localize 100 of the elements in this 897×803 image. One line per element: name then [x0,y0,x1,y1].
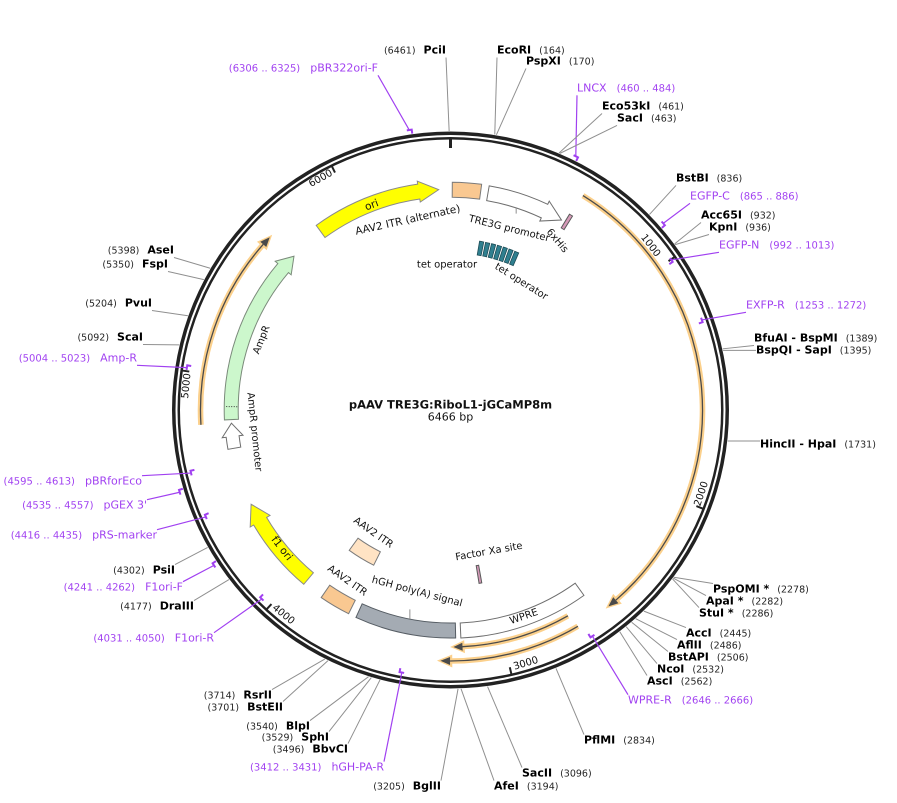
enzyme-name: AccI [686,628,712,640]
site-position: (6461) [384,46,416,58]
primer-mark [212,560,217,568]
leader-line [555,668,584,736]
leader-line [626,626,658,664]
enzyme-name: BspQI - SapI [756,344,832,358]
feature-label: Factor Xa site [454,540,524,564]
site-position: (1395) [840,346,872,358]
site-position: (3529) [262,734,294,744]
primer-position: (460 .. 484) [616,84,676,96]
feature-label: WPRE [508,607,540,627]
enzyme-name: SacII [522,768,552,780]
leader-line [559,124,618,154]
enzyme-name: PvuI [124,298,152,310]
enzyme-name: Eco53kI [602,100,650,113]
enzyme-name: FspI [142,258,168,272]
scale-number: 5000 [180,372,194,399]
leader-line [643,610,686,628]
enzyme-name: PciI [424,44,446,58]
leader-line [592,636,629,695]
primer-position: (865 .. 886) [740,192,799,204]
leader-line [674,222,702,244]
site-position: (1389) [846,334,878,346]
primer-position: (1253 .. 1272) [794,300,866,312]
primer-name: pGEX 3' [103,500,147,512]
leader-line [494,56,498,136]
plasmid-name: pAAV TRE3G:RiboL1-jGCaMP8m [348,398,552,412]
primer-name: EGFP-N [719,240,760,252]
enzyme-name: RsrII [243,690,272,702]
enzyme-name: PspXI [526,56,561,68]
site-position: (3701) [208,704,240,714]
primer-name: F1ori-R [174,632,214,646]
primer-position: (6306 .. 6325) [228,64,300,76]
site-position: (3714) [204,692,236,702]
primer-name: pBR322ori-F [310,62,378,76]
primer-name: EXFP-R [746,300,785,312]
site-position: (2532) [692,666,724,676]
enzyme-name: EcoRI [497,44,532,57]
site-position: (2506) [716,654,748,664]
leader-line [328,677,372,732]
scale-number: 2000 [692,480,712,508]
primer-mark [190,468,195,476]
enzyme-name: KpnI [709,222,738,234]
site-position: (5204) [85,300,117,310]
primer-name: hGH-PA-R [331,762,384,774]
leader-line [146,492,180,500]
site-position: (5350) [102,260,134,272]
primer-position: (4241 .. 4262) [64,582,136,594]
enzyme-name: BlpI [286,720,310,733]
leader-line [272,658,326,690]
enzyme-name: BfuAI - BspMI [754,332,838,345]
primer-position: (4595 .. 4613) [4,476,75,488]
leader-line [142,472,192,476]
leader-line [156,516,206,530]
feature-label: AmpR promoter [244,392,264,472]
primer-mark [406,128,414,134]
enzyme-name: BglII [412,780,441,794]
primer-name: pRS-marker [92,530,157,542]
primer-mark [178,488,184,495]
leader-line [282,660,328,702]
leader-line [136,364,187,368]
leader-line [631,622,668,652]
enzyme-name: BstAPI [668,652,709,664]
site-position: (170) [568,58,594,68]
primer-position: (5004 .. 5023) [18,354,90,366]
leader-line [377,75,410,130]
scale-number: 3000 [512,654,540,674]
primer-position: (992 .. 1013) [769,240,834,252]
leader-line [674,234,710,246]
leader-line [516,207,517,214]
leader-line [662,202,690,224]
primer-mark [186,364,192,370]
primer-name: Amp-R [100,352,137,366]
leader-line [558,112,602,154]
primer-position: (4031 .. 4050) [93,634,165,646]
feature-label: TRE3G promoter [467,214,551,244]
site-position: (836) [716,174,742,186]
primer-name: pBRforEco [84,476,142,488]
enzyme-name: ScaI [117,332,143,344]
leader-line [152,310,188,316]
site-position: (2282) [752,598,784,608]
enzyme-name: SacI [617,112,643,126]
leader-line [673,576,714,584]
leader-line [446,56,450,132]
leader-line [727,440,760,442]
leader-line [182,564,214,582]
feature-label: AmpR [251,324,273,356]
site-position: (164) [539,46,565,57]
leader-line [174,256,211,269]
primer-name: F1ori-F [145,582,183,594]
enzyme-name: BstBI [676,172,709,186]
feature-label: ori [364,198,380,214]
leader-line [142,344,180,346]
primer-position: (2646 .. 2666) [682,696,754,708]
enzyme-name: BstEII [247,702,283,714]
primer-mark [698,317,704,324]
primer-position: (4416 .. 4435) [10,530,82,542]
site-position: (3496) [272,746,304,756]
leader-line [619,631,648,676]
leader-line [460,688,494,782]
